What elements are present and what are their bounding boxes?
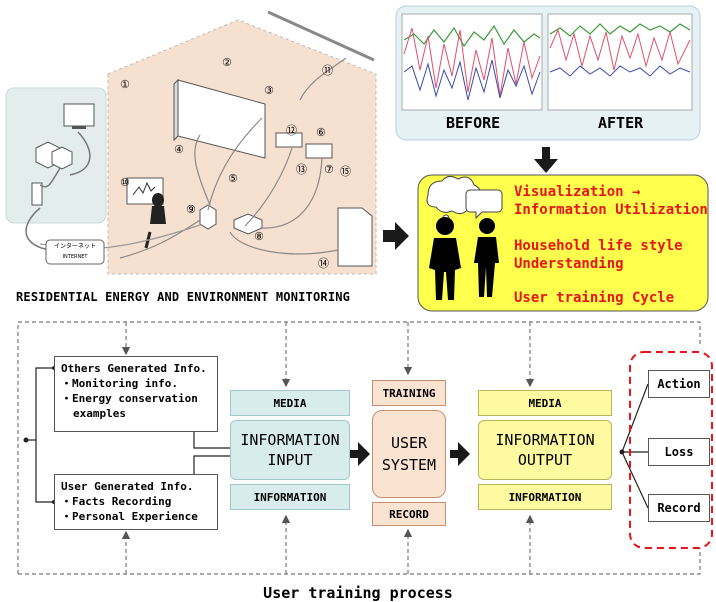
results-line-1: Visualization → [514,184,641,200]
house-label-3: ③ [264,84,274,97]
house-label-5: ⑤ [228,172,238,185]
others-info-item-3: examples [73,407,126,420]
house-label-7: ⑦ [324,163,334,176]
house-label-11: ⑪ [322,64,333,77]
flow-arrows [350,147,558,466]
internet-box [45,239,105,265]
house-label-15: ⑮ [340,165,351,178]
house-label-10: ⑩ [120,176,130,189]
loss-box: Loss [648,438,710,466]
user-info-item-1: ・Facts Recording [61,495,172,508]
internet-label-jp: インターネット [53,243,96,250]
user-training-caption: User training process [263,584,453,602]
house-illustration [39,10,377,275]
action-box: Action [648,370,710,398]
house-label-4: ④ [174,143,184,156]
system-title-1: USER [390,434,428,452]
training-box: TRAINING [372,380,446,406]
input-title-1: INFORMATION [240,431,340,449]
results-line-3: Household life style [514,238,683,254]
others-info-item-1: ・Monitoring info. [61,377,178,390]
system-title-2: SYSTEM [381,456,437,474]
output-information-box: INFORMATION [478,484,612,510]
house-label-14: ⑭ [318,257,329,270]
source-connectors [28,367,649,509]
user-generated-info-box: User Generated Info. ・Facts Recording ・P… [54,474,218,530]
output-title-2: OUTPUT [517,451,573,469]
information-input-box: INFORMATION INPUT [230,420,350,480]
comparison-chart-panel [395,5,701,141]
monitoring-caption: RESIDENTIAL ENERGY AND ENVIRONMENT MONIT… [16,290,351,304]
house-label-1: ① [120,78,130,91]
others-info-item-2: ・Energy conservation [61,392,198,405]
before-label: BEFORE [446,114,501,132]
after-label: AFTER [598,114,644,132]
house-label-12: ⑫ [286,124,297,137]
user-info-item-2: ・Personal Experience [61,510,198,523]
record-box: RECORD [372,502,446,526]
house-label-6: ⑥ [316,126,326,139]
input-title-2: INPUT [267,451,313,469]
training-loop [17,321,701,575]
results-panel [417,174,709,312]
input-information-box: INFORMATION [230,484,350,510]
others-info-title: Others Generated Info. [61,362,207,375]
house-label-2: ② [222,56,232,69]
results-text: Visualization → Information Utilization … [514,183,708,307]
output-title-1: INFORMATION [495,431,595,449]
internet-label: インターネット INTERNET [46,243,104,261]
record-outcome-box: Record [648,494,710,522]
information-output-box: INFORMATION OUTPUT [478,420,612,480]
house-label-9: ⑨ [186,203,196,216]
house-label-13: ⑬ [296,163,307,176]
results-line-2: Information Utilization [514,202,708,218]
user-system-box: USER SYSTEM [372,410,446,498]
user-info-title: User Generated Info. [61,480,194,493]
network-panel [5,87,107,251]
outcomes-outline [629,351,713,549]
others-generated-info-box: Others Generated Info. ・Monitoring info.… [54,356,218,432]
house-label-8: ⑧ [254,230,264,243]
internet-label-en: INTERNET [62,254,88,260]
results-line-4: Understanding [514,256,624,272]
output-media-box: MEDIA [478,390,612,416]
results-line-5: User training Cycle [514,290,675,306]
input-media-box: MEDIA [230,390,350,416]
